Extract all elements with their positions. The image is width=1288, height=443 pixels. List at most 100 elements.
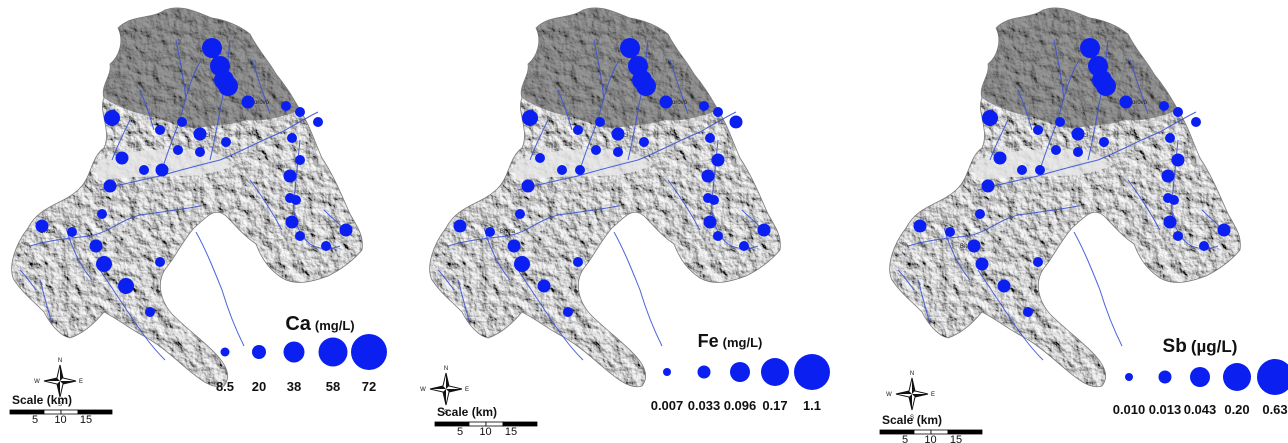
- sampling-site-symbol: [295, 155, 305, 165]
- legend-value: 38: [287, 379, 301, 394]
- sampling-site-symbol: [67, 227, 77, 237]
- sampling-site-symbol: [967, 239, 981, 253]
- sampling-site-symbol: [195, 147, 205, 157]
- legend-value: 20: [252, 379, 266, 394]
- compass-letter-s: S: [910, 415, 914, 421]
- sampling-site-symbol: [507, 239, 521, 253]
- sampling-site-symbol: [620, 38, 640, 58]
- compass-letter-n: N: [58, 358, 62, 364]
- sampling-site-symbol: [295, 231, 305, 241]
- sampling-site-symbol: [537, 279, 551, 293]
- sampling-site-symbol: [1080, 38, 1100, 58]
- sampling-site-symbol: [285, 193, 295, 203]
- legend-unit: (mg/L): [723, 335, 763, 350]
- compass-letter-w: W: [886, 392, 892, 398]
- legend-symbol: [730, 362, 750, 382]
- basin-relief: BorovoVrhuciBitola: [429, 7, 781, 388]
- sampling-site-symbol: [281, 101, 291, 111]
- compass-letter-n: N: [910, 371, 914, 377]
- sampling-site-symbol: [139, 165, 149, 175]
- sampling-site-symbol: [573, 257, 583, 267]
- map-panels: BorovoVrhuciBitolaCa(mg/L)8.520385872NSE…: [9, 7, 1288, 443]
- sampling-site-symbol: [1023, 307, 1033, 317]
- sampling-site-symbol: [1071, 127, 1085, 141]
- sampling-site-symbol: [1119, 95, 1133, 109]
- legend-element: Fe: [698, 331, 719, 351]
- sampling-site-symbol: [321, 241, 331, 251]
- sampling-site-symbol: [729, 115, 743, 129]
- sampling-site-symbol: [557, 165, 567, 175]
- legend-symbol: [1125, 373, 1133, 381]
- place-label: Borovo: [668, 100, 688, 106]
- sampling-site-symbol: [118, 278, 134, 294]
- sampling-site-symbol: [595, 117, 605, 127]
- sampling-site-symbol: [522, 110, 538, 126]
- sampling-site-symbol: [145, 307, 155, 317]
- legend-value: 0.096: [724, 398, 757, 413]
- sampling-site-symbol: [155, 125, 165, 135]
- sampling-site-symbol: [1096, 76, 1116, 96]
- compass-letter-e: E: [79, 379, 83, 385]
- sampling-site-symbol: [713, 231, 723, 241]
- sampling-site-symbol: [521, 179, 535, 193]
- sampling-site-symbol: [1073, 147, 1083, 157]
- sampling-site-symbol: [575, 165, 585, 175]
- legend-symbol: [1223, 363, 1251, 391]
- legend-symbol: [794, 354, 830, 390]
- legend-title: Fe (mg/L): [698, 331, 763, 351]
- sampling-site-symbol: [89, 239, 103, 253]
- sampling-site-symbol: [639, 137, 649, 147]
- scale-tick: 5: [902, 434, 908, 443]
- sampling-site-symbol: [193, 127, 207, 141]
- scale-title: Scale (km): [12, 393, 72, 407]
- sampling-site-symbol: [285, 215, 299, 229]
- legend-element: Sb: [1163, 336, 1187, 357]
- place-label: Bitola: [500, 229, 516, 235]
- sampling-site-symbol: [173, 145, 183, 155]
- sampling-site-symbol: [1051, 145, 1061, 155]
- legend-title: Ca(mg/L): [285, 313, 354, 335]
- legend-symbol: [697, 365, 711, 379]
- scale-tick: 5: [457, 426, 463, 438]
- sampling-site-symbol: [35, 219, 49, 233]
- sampling-site-symbol: [97, 209, 107, 219]
- sampling-site-symbol: [705, 133, 715, 143]
- sampling-site-symbol: [659, 95, 673, 109]
- basin-relief: BorovoVrhuciBitola: [11, 7, 363, 388]
- legend-value: 0.63: [1262, 402, 1287, 417]
- sampling-site-symbol: [1217, 223, 1231, 237]
- sampling-site-symbol: [283, 169, 297, 183]
- map-panel-sb: BorovoVrhuciBitolaSb(µg/L)0.0100.0130.04…: [879, 7, 1288, 443]
- sampling-site-symbol: [485, 227, 495, 237]
- sampling-site-symbol: [1159, 101, 1169, 111]
- basin-relief: BorovoVrhuciBitola: [889, 7, 1241, 388]
- legend-symbol: [351, 334, 387, 370]
- sampling-site-symbol: [103, 179, 117, 193]
- sampling-site-symbol: [1033, 125, 1043, 135]
- legend-unit: (µg/L): [1191, 337, 1238, 356]
- legend-symbol: [283, 341, 305, 363]
- compass-letter-n: N: [444, 366, 448, 372]
- legend-value: 0.20: [1224, 402, 1249, 417]
- legend-value: 0.010: [1113, 402, 1146, 417]
- sampling-site-symbol: [713, 107, 723, 117]
- legend-symbol: [220, 347, 230, 357]
- sampling-site-symbol: [1199, 241, 1209, 251]
- sampling-site-symbol: [711, 153, 725, 167]
- sampling-site-symbol: [218, 76, 238, 96]
- legend-symbol: [1190, 367, 1210, 387]
- sampling-site-symbol: [1173, 231, 1183, 241]
- sampling-site-symbol: [313, 117, 323, 127]
- legend-symbol: [761, 358, 789, 386]
- sampling-site-symbol: [1173, 107, 1183, 117]
- sampling-site-symbol: [975, 209, 985, 219]
- sampling-site-symbol: [739, 241, 749, 251]
- sampling-site-symbol: [155, 163, 169, 177]
- sampling-site-symbol: [703, 193, 713, 203]
- sampling-site-symbol: [1191, 117, 1201, 127]
